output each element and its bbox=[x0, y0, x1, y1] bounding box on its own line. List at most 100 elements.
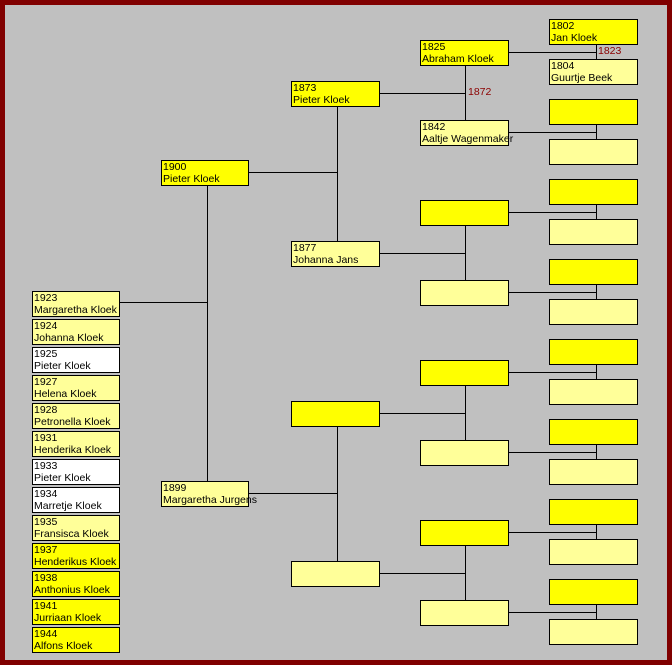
connector-line bbox=[120, 302, 208, 303]
grandparent-box[interactable] bbox=[291, 401, 380, 427]
person-year bbox=[551, 580, 636, 592]
person-name: Margaretha Kloek bbox=[34, 304, 117, 316]
great-great-grandparent-box[interactable] bbox=[549, 459, 638, 485]
person-name bbox=[551, 592, 636, 604]
person-year: 1941 bbox=[34, 600, 58, 612]
person-year bbox=[551, 180, 636, 192]
person-year bbox=[551, 540, 636, 552]
connector-line bbox=[596, 284, 597, 299]
person-name: Jan Kloek bbox=[551, 32, 598, 44]
person-year: 1923 bbox=[34, 292, 58, 304]
person-name bbox=[551, 352, 636, 364]
great-great-grandparent-box[interactable] bbox=[549, 619, 638, 645]
person-name bbox=[551, 312, 636, 324]
connector-line bbox=[465, 225, 466, 280]
great-grandparent-box[interactable] bbox=[420, 280, 509, 306]
connector-line bbox=[596, 444, 597, 459]
connector-line bbox=[596, 124, 597, 139]
person-year: 1938 bbox=[34, 572, 58, 584]
person-year bbox=[551, 140, 636, 152]
connector-line bbox=[465, 65, 466, 120]
person-name: Aaltje Wagenmaker bbox=[422, 133, 514, 145]
great-grandparent-box[interactable] bbox=[420, 520, 509, 546]
great-grandparent-box[interactable] bbox=[420, 200, 509, 226]
great-great-grandparent-box[interactable] bbox=[549, 299, 638, 325]
person-name: Pieter Kloek bbox=[34, 472, 91, 484]
person-year bbox=[422, 521, 507, 533]
connector-line bbox=[465, 385, 466, 440]
great-great-grandparent-box[interactable] bbox=[549, 139, 638, 165]
great-great-grandparent-box[interactable] bbox=[549, 499, 638, 525]
person-year bbox=[551, 620, 636, 632]
person-name bbox=[551, 432, 636, 444]
connector-line bbox=[207, 185, 208, 482]
great-great-grandparent-box[interactable] bbox=[549, 379, 638, 405]
person-name bbox=[551, 232, 636, 244]
great-great-grandparent-box[interactable] bbox=[549, 419, 638, 445]
great-great-grandparent-box[interactable] bbox=[549, 179, 638, 205]
person-name bbox=[551, 512, 636, 524]
person-name bbox=[551, 152, 636, 164]
person-year: 1899 bbox=[163, 482, 187, 494]
connector-line bbox=[596, 524, 597, 539]
connector-line bbox=[378, 573, 466, 574]
great-great-grandparent-box[interactable] bbox=[549, 539, 638, 565]
grandparent-box[interactable] bbox=[291, 561, 380, 587]
great-great-grandparent-box[interactable] bbox=[549, 259, 638, 285]
great-great-grandparent-box[interactable] bbox=[549, 579, 638, 605]
person-name bbox=[551, 472, 636, 484]
person-name bbox=[422, 373, 507, 385]
connector-line bbox=[596, 204, 597, 219]
person-name bbox=[551, 272, 636, 284]
great-grandparent-box[interactable] bbox=[420, 600, 509, 626]
person-year bbox=[293, 562, 378, 574]
person-year bbox=[551, 220, 636, 232]
person-year bbox=[551, 260, 636, 272]
person-year: 1935 bbox=[34, 516, 58, 528]
connector-line bbox=[248, 493, 338, 494]
person-year bbox=[551, 300, 636, 312]
connector-line bbox=[507, 132, 597, 133]
person-name bbox=[551, 112, 636, 124]
connector-line bbox=[337, 106, 338, 266]
person-name bbox=[551, 632, 636, 644]
person-name: Jurriaan Kloek bbox=[34, 612, 102, 624]
person-year bbox=[551, 460, 636, 472]
great-great-grandparent-box[interactable] bbox=[549, 339, 638, 365]
person-name: Pieter Kloek bbox=[163, 173, 220, 185]
person-year: 1924 bbox=[34, 320, 58, 332]
great-great-grandparent-box[interactable] bbox=[549, 219, 638, 245]
great-grandparent-box[interactable] bbox=[420, 440, 509, 466]
connector-line bbox=[378, 253, 466, 254]
person-name: Pieter Kloek bbox=[34, 360, 91, 372]
connector-line bbox=[596, 44, 597, 59]
connector-line bbox=[507, 372, 597, 373]
great-great-grandparent-box[interactable] bbox=[549, 99, 638, 125]
connector-line bbox=[507, 52, 597, 53]
person-year bbox=[551, 420, 636, 432]
great-grandparent-box[interactable] bbox=[420, 360, 509, 386]
person-year bbox=[422, 201, 507, 213]
